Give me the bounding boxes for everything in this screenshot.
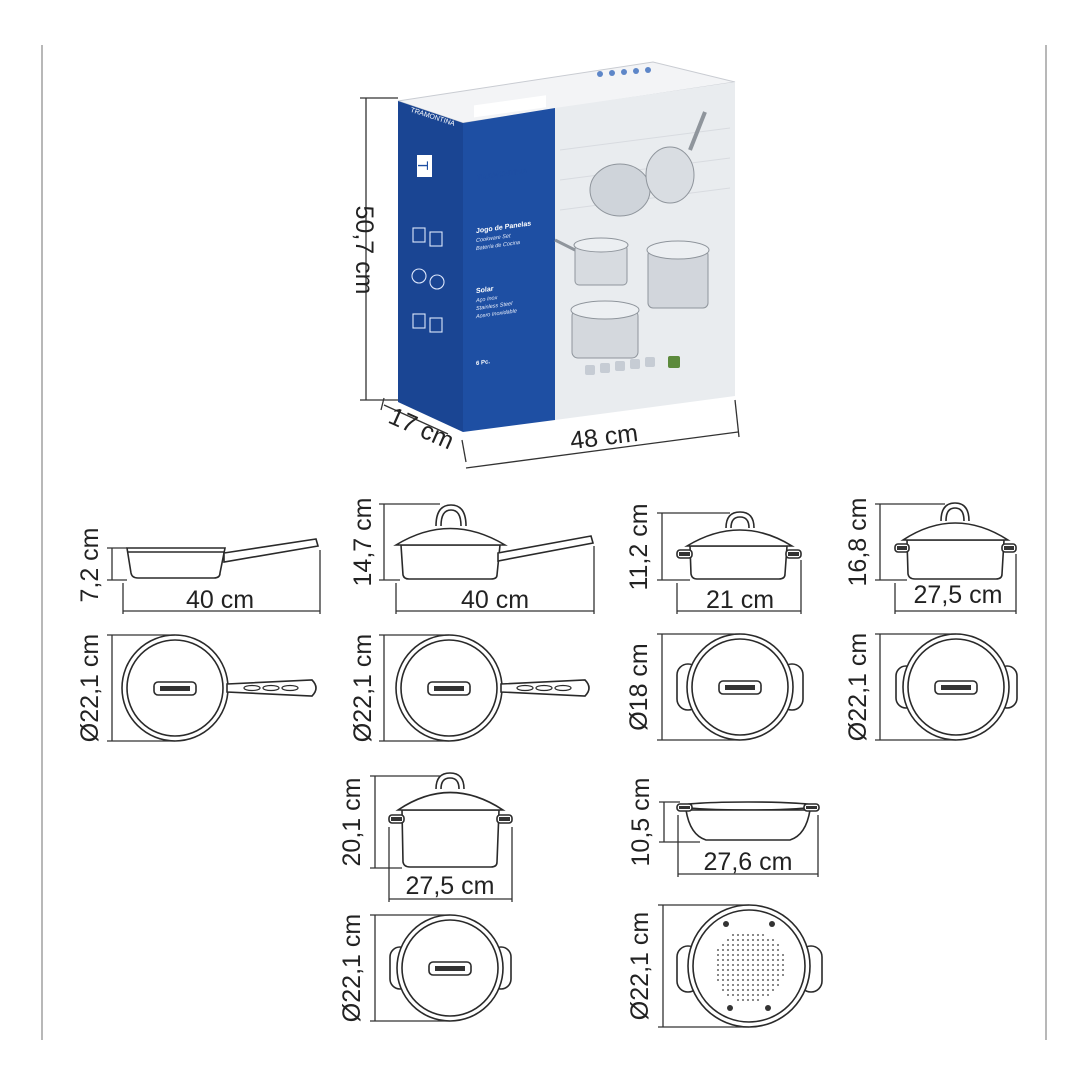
box-pieces: 6 Pc. [476,359,490,367]
steamer-holes [717,934,784,1001]
box-material-pt: Aço Inox [475,295,498,304]
side-pan-icons [411,227,445,333]
box-line-name: Solar [476,286,494,295]
item-5-side-view [370,772,513,902]
item-3-side-view [657,511,802,614]
item-1-side-view [107,538,321,614]
item-2-height-label: 14,7 cm [349,498,377,587]
item-1-height-label: 7,2 cm [76,527,104,602]
item-3-top-view [657,633,804,741]
product-box: T TRAMONTINA TRAMONTINA Jogo de Panelas … [360,61,740,469]
box-height-label: 50,7 cm [350,206,378,295]
item-2-width-label: 40 cm [461,586,529,614]
item-3-diameter-label: Ø18 cm [625,643,653,731]
item-3-width-label: 21 cm [706,586,774,614]
item-6-diameter-label: Ø22,1 cm [626,912,654,1020]
item-5-width-label: 27,5 cm [406,872,495,900]
item-6-top-view [658,904,823,1028]
item-1-width-label: 40 cm [186,586,254,614]
box-front-blue [463,108,555,432]
item-5-top-view [370,914,512,1022]
item-4-width-label: 27,5 cm [914,581,1003,609]
box-title-en: Cookware Set [476,233,511,244]
item-5-diameter-label: Ø22,1 cm [338,914,366,1022]
box-material-en: Stainless Steel [476,301,513,312]
box-cookware-photo [554,111,710,375]
item-6-height-label: 10,5 cm [627,778,655,867]
item-2-diameter-label: Ø22,1 cm [349,634,377,742]
item-4-top-view [875,633,1018,741]
item-5-height-label: 20,1 cm [338,778,366,867]
item-6-side-view [659,801,820,877]
top-face-icons [597,67,651,77]
item-3-height-label: 11,2 cm [625,503,653,590]
item-1-diameter-label: Ø22,1 cm [76,634,104,742]
item-4-diameter-label: Ø22,1 cm [844,633,872,741]
box-width-label: 48 cm [569,419,640,455]
item-6-width-label: 27,6 cm [704,848,793,876]
side-logo-letter: T [414,161,431,170]
side-logo-block [417,155,432,177]
item-4-height-label: 16,8 cm [844,498,872,587]
box-material-es: Acero Inoxidable [475,308,517,320]
front-brand-badge [474,95,546,118]
item-2-top-view [379,634,590,742]
item-1-top-view [107,634,317,742]
box-side-face [398,101,463,432]
item-2-side-view [379,503,595,614]
item-4-side-view [875,502,1017,614]
